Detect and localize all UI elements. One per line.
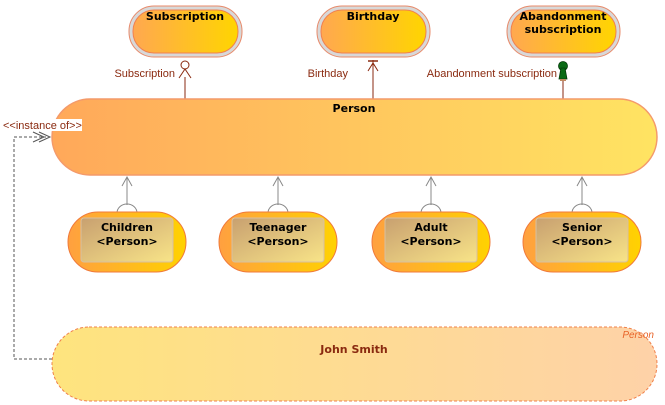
arrow-head-icon: [38, 131, 52, 143]
instance-label: John Smith: [319, 343, 387, 356]
relation-senior-to-person[interactable]: [571, 175, 593, 214]
half-circle-connector-icon: [116, 203, 138, 214]
keyhole-connector-icon: [558, 61, 568, 81]
relation-adult-to-person[interactable]: [420, 175, 442, 214]
arrow-head-icon: [121, 175, 133, 187]
state-children-type: <Person>: [96, 235, 157, 248]
event-abandonment-label-line2: subscription: [525, 23, 602, 36]
event-abandonment-label-line1: Abandonment: [520, 10, 607, 23]
relation-birthday[interactable]: Birthday: [308, 60, 379, 99]
relation-teenager-to-person[interactable]: [267, 175, 289, 214]
half-circle-connector-icon: [571, 203, 593, 214]
arrow-head-icon: [272, 175, 284, 187]
entity-person-label: Person: [333, 102, 376, 115]
event-subscription[interactable]: Subscription: [128, 5, 243, 58]
relation-children-to-person[interactable]: [116, 175, 138, 214]
relation-subscription[interactable]: Subscription: [114, 60, 192, 99]
state-children-label: Children: [101, 221, 153, 234]
relation-birthday-label: Birthday: [308, 68, 349, 80]
event-abandonment-subscription[interactable]: Abandonment subscription: [506, 5, 621, 58]
arrow-head-icon: [576, 175, 588, 187]
event-birthday-label: Birthday: [347, 10, 400, 23]
state-adult-type: <Person>: [400, 235, 461, 248]
state-adult-label: Adult: [414, 221, 447, 234]
state-children[interactable]: Children<Person>: [67, 211, 187, 273]
half-circle-connector-icon: [267, 203, 289, 214]
state-adult[interactable]: Adult<Person>: [371, 211, 491, 273]
arrow-head-icon: [32, 131, 46, 143]
relation-abandonment-subscription[interactable]: Abandonment subscription: [427, 61, 568, 100]
arrow-head-icon: [425, 175, 437, 187]
state-teenager[interactable]: Teenager<Person>: [218, 211, 338, 273]
state-teenager-label: Teenager: [250, 221, 308, 234]
entity-person[interactable]: Person: [51, 98, 658, 176]
state-senior-label: Senior: [562, 221, 603, 234]
instance-of-label: <<instance of>>: [3, 120, 82, 132]
event-subscription-label: Subscription: [146, 10, 224, 23]
instance-john-smith[interactable]: John Smith Person: [51, 326, 658, 402]
relation-subscription-label: Subscription: [114, 68, 175, 80]
state-senior-type: <Person>: [551, 235, 612, 248]
relation-abandonment-label: Abandonment subscription: [427, 68, 557, 80]
half-circle-connector-icon: [420, 203, 442, 214]
arrow-head-icon: [178, 68, 192, 79]
state-senior[interactable]: Senior<Person>: [522, 211, 642, 273]
circle-connector-icon: [180, 60, 190, 70]
instance-type-label: Person: [622, 330, 654, 341]
state-teenager-type: <Person>: [247, 235, 308, 248]
relation-instance-of[interactable]: <<instance of>>: [2, 119, 82, 360]
arrow-head-icon: [367, 62, 379, 72]
event-birthday[interactable]: Birthday: [316, 5, 431, 58]
states-group: Children<Person>Teenager<Person>Adult<Pe…: [67, 175, 642, 273]
